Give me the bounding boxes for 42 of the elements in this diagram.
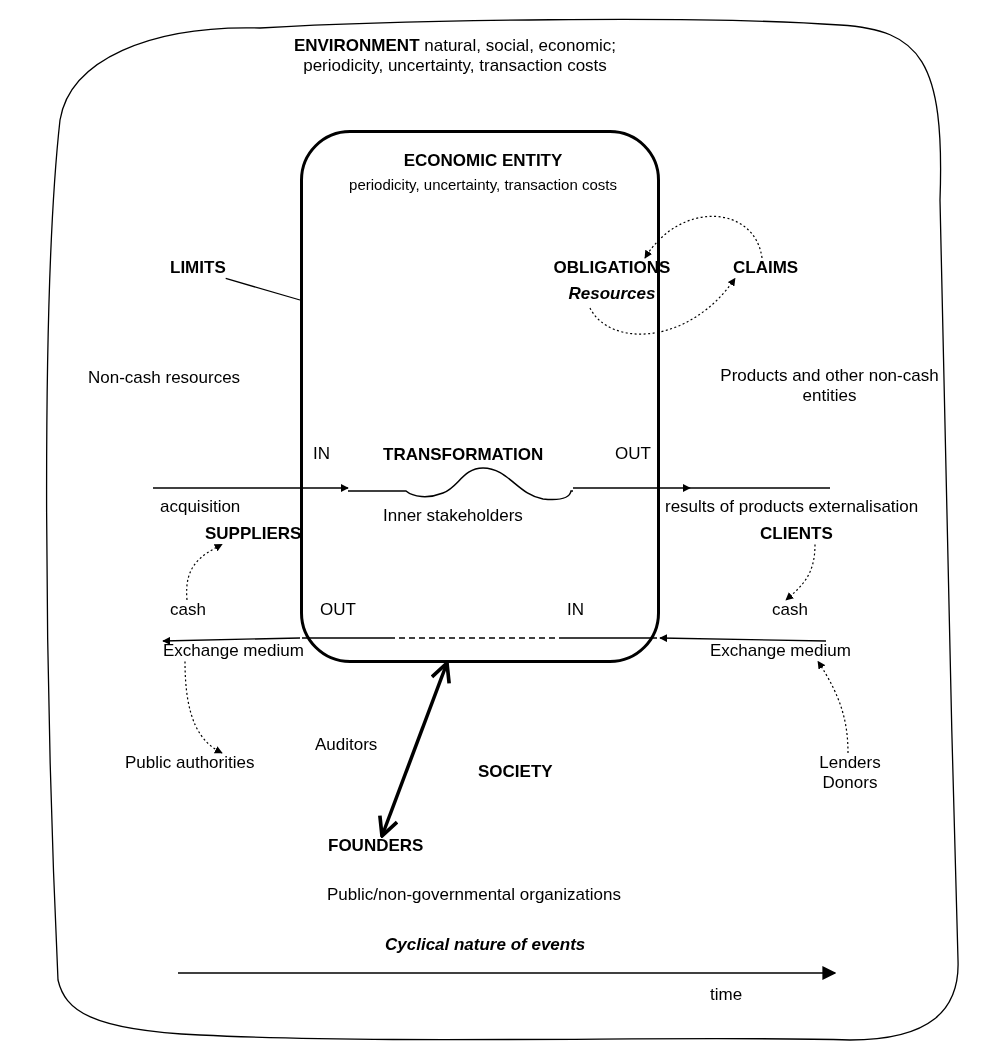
- text-label: Exchange medium: [163, 641, 304, 662]
- process-subtitle: Inner stakeholders: [383, 506, 523, 527]
- text-label: IN: [567, 600, 584, 621]
- process-title: TRANSFORMATION: [383, 445, 544, 466]
- bold-label: Cyclical nature of events: [385, 935, 586, 956]
- box-subtitle: periodicity, uncertainty, transaction costs: [348, 176, 618, 194]
- text-label: Public/non-governmental organizations: [327, 885, 621, 906]
- edge-label: acquisition: [160, 497, 241, 518]
- leader-line: [225, 277, 301, 301]
- text-label: Non-cash resources: [88, 368, 241, 389]
- dotted-arrow: [589, 277, 736, 335]
- box-title: ECONOMIC ENTITY: [402, 151, 564, 172]
- node-subtitle: Resources: [567, 284, 657, 305]
- text-label: Exchange medium: [710, 641, 851, 662]
- arrow: [572, 484, 691, 492]
- text-label: IN: [313, 444, 330, 465]
- dotted-arrow: [644, 215, 763, 259]
- bold-label: CLAIMS: [733, 258, 799, 279]
- text-label: time: [710, 985, 743, 1006]
- text-label: cash: [772, 600, 808, 621]
- dotted-arrow: [184, 660, 223, 754]
- bold-label: SUPPLIERS: [205, 524, 302, 545]
- heading-text: ENVIRONMENT natural, social, economic; periodicity, uncertainty, transaction costs: [292, 36, 618, 77]
- text-label: Products and other non-cash entities: [719, 366, 940, 407]
- arrow: [659, 634, 827, 643]
- text-label: Public authorities: [125, 753, 255, 774]
- bold-label: SOCIETY: [478, 762, 553, 783]
- bold-label: FOUNDERS: [328, 836, 424, 857]
- text-label: OUT: [615, 444, 651, 465]
- dotted-arrow: [186, 543, 223, 601]
- dotted-arrow: [817, 660, 849, 754]
- bold-label: LIMITS: [170, 258, 226, 279]
- dotted-arrow: [785, 543, 816, 601]
- bold-label: CLIENTS: [760, 524, 833, 545]
- arrow: [152, 484, 349, 492]
- text-label: Lenders Donors: [812, 753, 888, 794]
- text-label: OUT: [320, 600, 356, 621]
- arrow: [162, 636, 301, 645]
- text-label: Auditors: [315, 735, 378, 756]
- edge-label: results of products externalisation: [665, 497, 919, 518]
- double-arrow: [378, 661, 451, 838]
- text-label: cash: [170, 600, 206, 621]
